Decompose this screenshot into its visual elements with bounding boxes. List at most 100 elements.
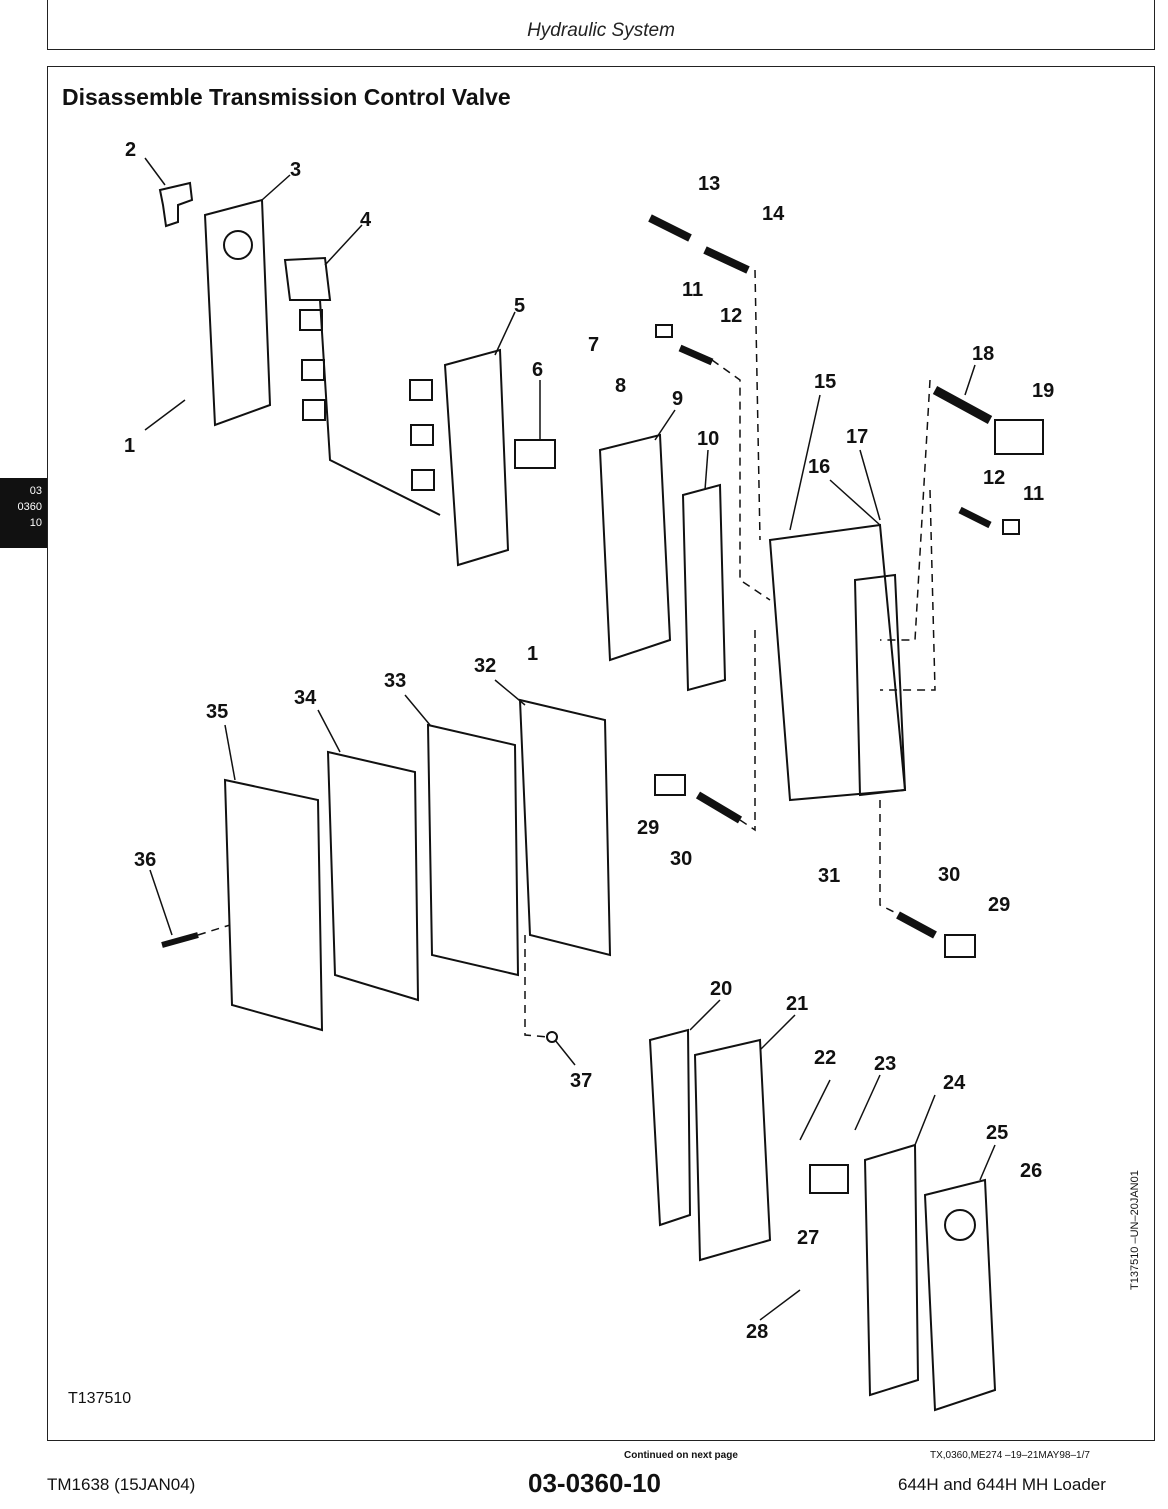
- callout-1: 1: [124, 435, 135, 457]
- callout-32: 32: [474, 655, 496, 677]
- exploded-view-diagram: 2 3 4 5 1 6 7 8 9 10 11 12 13 14 15 16 1…: [124, 139, 1054, 1412]
- harness-plug: [409, 379, 433, 401]
- check-ball: [546, 1031, 558, 1043]
- bolt: [161, 932, 199, 948]
- manual-id: TM1638 (15JAN04): [47, 1475, 196, 1494]
- reference-code: TX,0360,ME274 –19–21MAY98–1/7: [930, 1450, 1090, 1461]
- separator-plate: [426, 723, 520, 977]
- plug: [1002, 519, 1020, 535]
- callout-19: 19: [1032, 380, 1054, 402]
- callout-30: 30: [670, 848, 692, 870]
- valve-body: [598, 433, 672, 662]
- leader-line: [689, 999, 721, 1031]
- leader-line: [759, 1289, 801, 1321]
- leader-line: [494, 311, 516, 356]
- spring: [678, 344, 714, 366]
- leader-line: [854, 1074, 881, 1131]
- leader-line: [224, 724, 236, 781]
- solenoid: [514, 439, 556, 469]
- spring: [958, 506, 992, 529]
- leader-line: [704, 449, 709, 491]
- callout-37: 37: [570, 1070, 592, 1092]
- gasket: [863, 1143, 920, 1397]
- housing-side: [853, 573, 907, 797]
- callout-21: 21: [786, 993, 808, 1015]
- callout-35: 35: [206, 701, 228, 723]
- callout-26: 26: [1020, 1160, 1042, 1182]
- callout-11-right: 11: [1023, 483, 1044, 505]
- assembly-line: [739, 630, 756, 832]
- callout-15: 15: [814, 371, 836, 393]
- model-name: 644H and 644H MH Loader: [898, 1475, 1106, 1494]
- callout-30-right: 30: [938, 864, 960, 886]
- callout-11: 11: [682, 279, 703, 301]
- spring: [932, 386, 993, 424]
- harness-wire: [319, 299, 441, 516]
- end-cover-plate: [203, 198, 272, 427]
- figure-id: T137510: [68, 1390, 132, 1407]
- callout-1-lower: 1: [527, 643, 538, 665]
- harness-plug: [410, 424, 434, 446]
- section-tab-line3: 10: [29, 517, 42, 529]
- separator-plate: [326, 750, 420, 1002]
- callout-17: 17: [846, 426, 868, 448]
- header-frame: Hydraulic System: [47, 0, 1155, 50]
- callout-12: 12: [720, 305, 742, 327]
- gasket: [443, 348, 510, 567]
- assembly-line: [754, 269, 761, 541]
- harness-connector: [283, 256, 332, 301]
- assembly-line: [524, 935, 549, 1038]
- leader-line: [317, 709, 341, 753]
- callout-16: 16: [808, 456, 830, 478]
- solenoid: [809, 1164, 849, 1194]
- assembly-line: [879, 800, 901, 916]
- leader-line: [914, 1094, 936, 1146]
- leader-line: [829, 479, 881, 526]
- callout-25: 25: [986, 1122, 1008, 1144]
- leader-line: [494, 679, 526, 706]
- callout-18: 18: [972, 343, 994, 365]
- callout-23: 23: [874, 1053, 896, 1075]
- leader-line: [144, 157, 166, 186]
- callout-7: 7: [588, 334, 599, 356]
- callout-9: 9: [672, 388, 683, 410]
- callout-34: 34: [294, 687, 317, 709]
- leader-line: [759, 1014, 796, 1051]
- cover-port: [223, 230, 253, 260]
- harness-plug: [302, 399, 326, 421]
- leader-line: [404, 694, 431, 726]
- leader-line: [979, 1144, 996, 1181]
- leader-line: [799, 1079, 831, 1141]
- cover-port: [944, 1209, 976, 1241]
- callout-36: 36: [134, 849, 156, 871]
- page-number: 03-0360-10: [528, 1468, 661, 1498]
- section-title: Disassemble Transmission Control Valve: [62, 84, 511, 110]
- callout-8: 8: [615, 375, 626, 397]
- leader-line: [654, 409, 676, 441]
- valve-body-lower: [223, 778, 324, 1032]
- continued-note: Continued on next page: [624, 1450, 738, 1461]
- leader-line: [964, 364, 976, 396]
- harness-plug: [301, 359, 325, 381]
- spring: [695, 791, 743, 824]
- callout-12-right: 12: [983, 467, 1005, 489]
- gasket: [681, 483, 727, 692]
- callout-24: 24: [943, 1072, 966, 1094]
- plunger: [703, 246, 750, 274]
- gasket: [648, 1028, 692, 1227]
- assembly-line: [880, 489, 936, 691]
- callout-29-right: 29: [988, 894, 1010, 916]
- main-valve-housing: [768, 523, 907, 802]
- leader-line: [554, 1039, 576, 1066]
- plug: [654, 774, 686, 796]
- callout-22: 22: [814, 1047, 836, 1069]
- callout-13: 13: [698, 173, 720, 195]
- header-title: Hydraulic System: [527, 20, 675, 41]
- leader-line: [261, 174, 291, 201]
- bracket-part: [158, 181, 194, 228]
- spring: [648, 214, 692, 242]
- leader-line: [144, 399, 186, 431]
- callout-4: 4: [360, 209, 372, 231]
- callout-5: 5: [514, 295, 525, 317]
- plug: [655, 324, 673, 338]
